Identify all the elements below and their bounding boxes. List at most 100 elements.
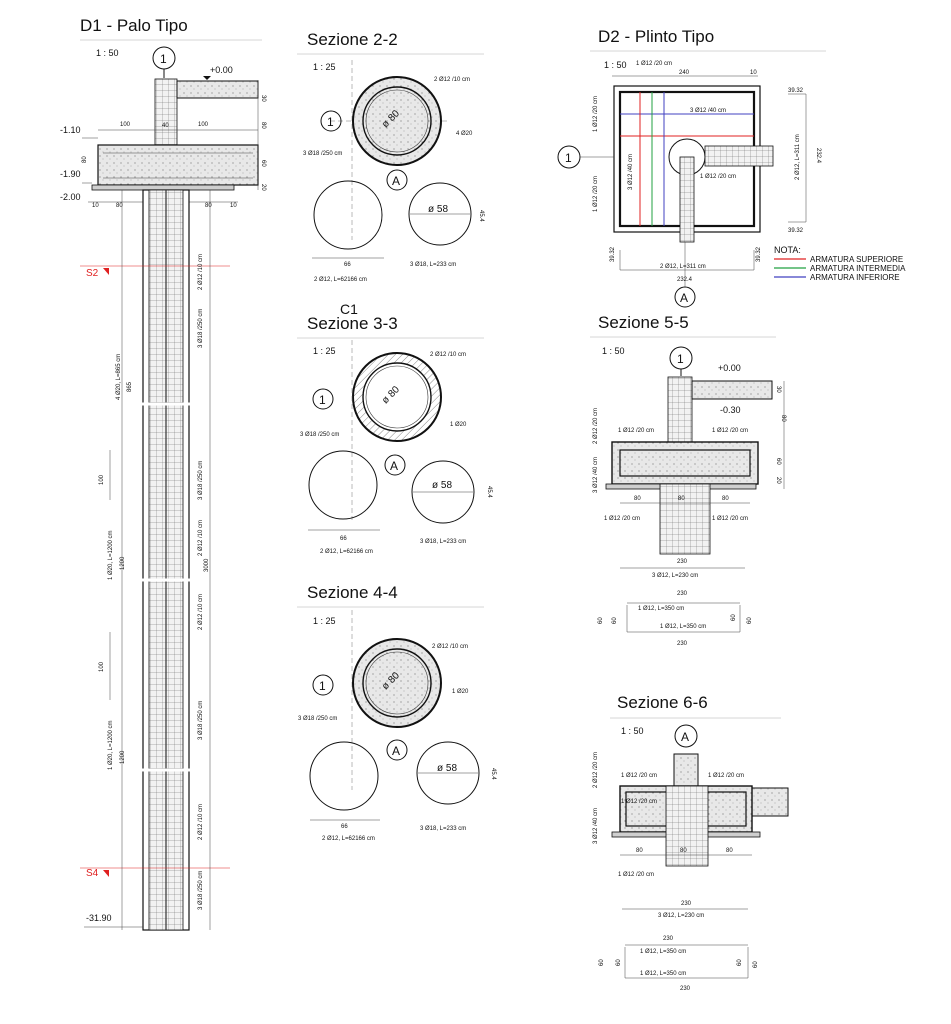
s66-sched-b: 1 Ø12, L=350 cm — [640, 971, 686, 977]
s22-marker-a: A — [392, 174, 400, 188]
s55-dim-5: 60 — [775, 458, 781, 465]
s22-marker: 1 — [327, 115, 334, 129]
d1-palo-tipo: D1 - Palo Tipo 1 : 50 1 +0.00 -1.10 -1.9… — [60, 16, 266, 931]
d2-label40: 3 Ø12 /40 cm — [690, 108, 726, 114]
section-2-2: Sezione 2-2 1 : 25 ø 80 1 A 2 Ø12 /10 cm… — [297, 30, 484, 317]
s55-sched-60-r: 60 — [731, 614, 737, 621]
s55-l6: 1 Ø12 /20 cm — [712, 516, 748, 522]
d1-dim-15: 3000 — [204, 558, 210, 572]
s22-c1: C1 — [340, 301, 358, 317]
d1-dim-8: 10 — [92, 203, 99, 209]
s44-marker-a: A — [392, 744, 400, 758]
d1-cut-s4: S4 — [86, 868, 99, 879]
s44-dim45: 45.4 — [490, 768, 496, 780]
d1-dim-17: 1200 — [120, 750, 126, 764]
d2-left2: 3 Ø12 /40 cm — [628, 154, 634, 190]
d2-dim240: 240 — [679, 70, 690, 76]
s22-sched1: 2 Ø12, L=62166 cm — [314, 277, 367, 283]
s22-dim45: 45.4 — [478, 210, 484, 222]
d2-dim10: 10 — [750, 70, 757, 76]
s66-l2: 1 Ø12 /20 cm — [621, 799, 657, 805]
s55-dim-1: 80 — [678, 496, 685, 502]
d1-scale: 1 : 50 — [96, 48, 119, 58]
d1-level-0: +0.00 — [210, 65, 233, 75]
d2-right-label: 2 Ø12, L=311 cm — [795, 134, 801, 180]
d1-dim-16: 100 — [99, 661, 105, 672]
d2-bottom-dim-l: 39.32 — [610, 246, 616, 262]
d2-inner: 1 Ø12 /20 cm — [700, 174, 736, 180]
s66-l5: 3 Ø12 /40 cm — [593, 808, 599, 844]
d1-rebar-4: 2 Ø12 /10 cm — [198, 520, 204, 556]
s33-dim45: 45.4 — [486, 486, 492, 498]
s55-l4: 3 Ø12 /40 cm — [593, 457, 599, 493]
s33-spiral: 3 Ø18 /250 cm — [300, 432, 339, 438]
s55-level1: -0.30 — [720, 405, 741, 415]
legend-label-0: ARMATURA SUPERIORE — [810, 255, 903, 264]
s33-scale: 1 : 25 — [313, 346, 336, 356]
s33-marker-a: A — [390, 459, 398, 473]
s55-l2: 2 Ø12 /20 cm — [593, 408, 599, 444]
d2-right-dim-b: 39.32 — [788, 228, 804, 234]
d1-dim-10: 80 — [205, 203, 212, 209]
s33-sched1: 2 Ø12, L=62166 cm — [320, 549, 373, 555]
s66-sched-60-r: 60 — [737, 959, 743, 966]
s66-l6: 1 Ø12 /20 cm — [618, 872, 654, 878]
s66-dim-0: 80 — [636, 848, 643, 854]
s55-dim-3: 30 — [775, 386, 781, 393]
d1-rebar-1: 3 Ø18 /250 cm — [198, 309, 204, 348]
d1-rebar-7: 3 Ø18 /250 cm — [198, 701, 204, 740]
d1-cut-s2: S2 — [86, 268, 99, 279]
s22-hoop-detail — [313, 180, 383, 250]
s55-sched-top: 230 — [677, 591, 688, 597]
s33-title: Sezione 3-3 — [307, 314, 398, 333]
d1-rebar-3: 3 Ø18 /250 cm — [198, 461, 204, 500]
s66-l4: 2 Ø12 /20 cm — [593, 752, 599, 788]
d2-scale: 1 : 50 — [604, 60, 627, 70]
s44-dim66: 66 — [341, 824, 348, 830]
d1-dim-1: 100 — [198, 122, 209, 128]
s55-title: Sezione 5-5 — [598, 313, 689, 332]
d1-beam — [176, 80, 259, 99]
s55-dim-0: 80 — [634, 496, 641, 502]
s22-spiral: 3 Ø18 /250 cm — [303, 151, 342, 157]
s55-l5: 1 Ø12 /20 cm — [604, 516, 640, 522]
s66-sched-top: 230 — [663, 936, 674, 942]
d1-rebar-10: 3 Ø18 /250 cm — [198, 871, 204, 910]
s22-dim66: 66 — [344, 262, 351, 268]
s55-scale: 1 : 50 — [602, 346, 625, 356]
s66-pile — [665, 785, 709, 867]
s55-marker: 1 — [677, 352, 684, 366]
d2-right-dim: 39.32 — [788, 88, 804, 94]
s44-spiral: 3 Ø18 /250 cm — [298, 716, 337, 722]
s55-dim-6: 20 — [775, 477, 781, 484]
s44-bars: 1 Ø20 — [452, 689, 469, 695]
s33-dim66: 66 — [340, 536, 347, 542]
d1-rebar-0: 2 Ø12 /10 cm — [198, 254, 204, 290]
s44-sched2: 3 Ø18, L=233 cm — [420, 826, 466, 832]
s55-sched-60-l2: 60 — [612, 617, 618, 624]
d1-dim-13: 100 — [99, 474, 105, 485]
s22-spiral-detail — [408, 182, 472, 246]
section-3-3: Sezione 3-3 1 : 25 ø 80 1 A 2 Ø12 /10 cm… — [297, 314, 492, 555]
d1-column-stub — [154, 78, 178, 146]
s55-dim-2: 80 — [722, 496, 729, 502]
d1-lean-concrete — [91, 184, 235, 191]
d2-note-title: NOTA: — [774, 245, 801, 255]
section-5-5: Sezione 5-5 1 : 50 1 +0.00 -0.30 1 Ø12 /… — [590, 313, 786, 647]
s44-title: Sezione 4-4 — [307, 583, 398, 602]
section-6-6: Sezione 6-6 1 : 50 A 1 Ø12 /20 cm 1 Ø12 … — [593, 693, 789, 992]
s66-sched-bottom: 230 — [680, 986, 691, 992]
s55-dim-4: 80 — [780, 415, 786, 422]
s22-dia2: ø 58 — [428, 204, 448, 215]
s33-bars: 1 Ø20 — [450, 422, 467, 428]
s55-sched-a: 1 Ø12, L=350 cm — [638, 606, 684, 612]
d1-dim-11: 10 — [230, 203, 237, 209]
d1-dim-3: 30 — [260, 95, 266, 102]
s44-marker: 1 — [319, 679, 326, 693]
d1-rebar-6: 2 Ø12 /10 cm — [198, 594, 204, 630]
s22-title: Sezione 2-2 — [307, 30, 398, 49]
s22-hoop: 2 Ø12 /10 cm — [434, 77, 470, 83]
d2-left1: 1 Ø12 /20 cm — [593, 96, 599, 132]
d1-rebar-2: 4 Ø20, L=865 cm — [116, 354, 122, 400]
